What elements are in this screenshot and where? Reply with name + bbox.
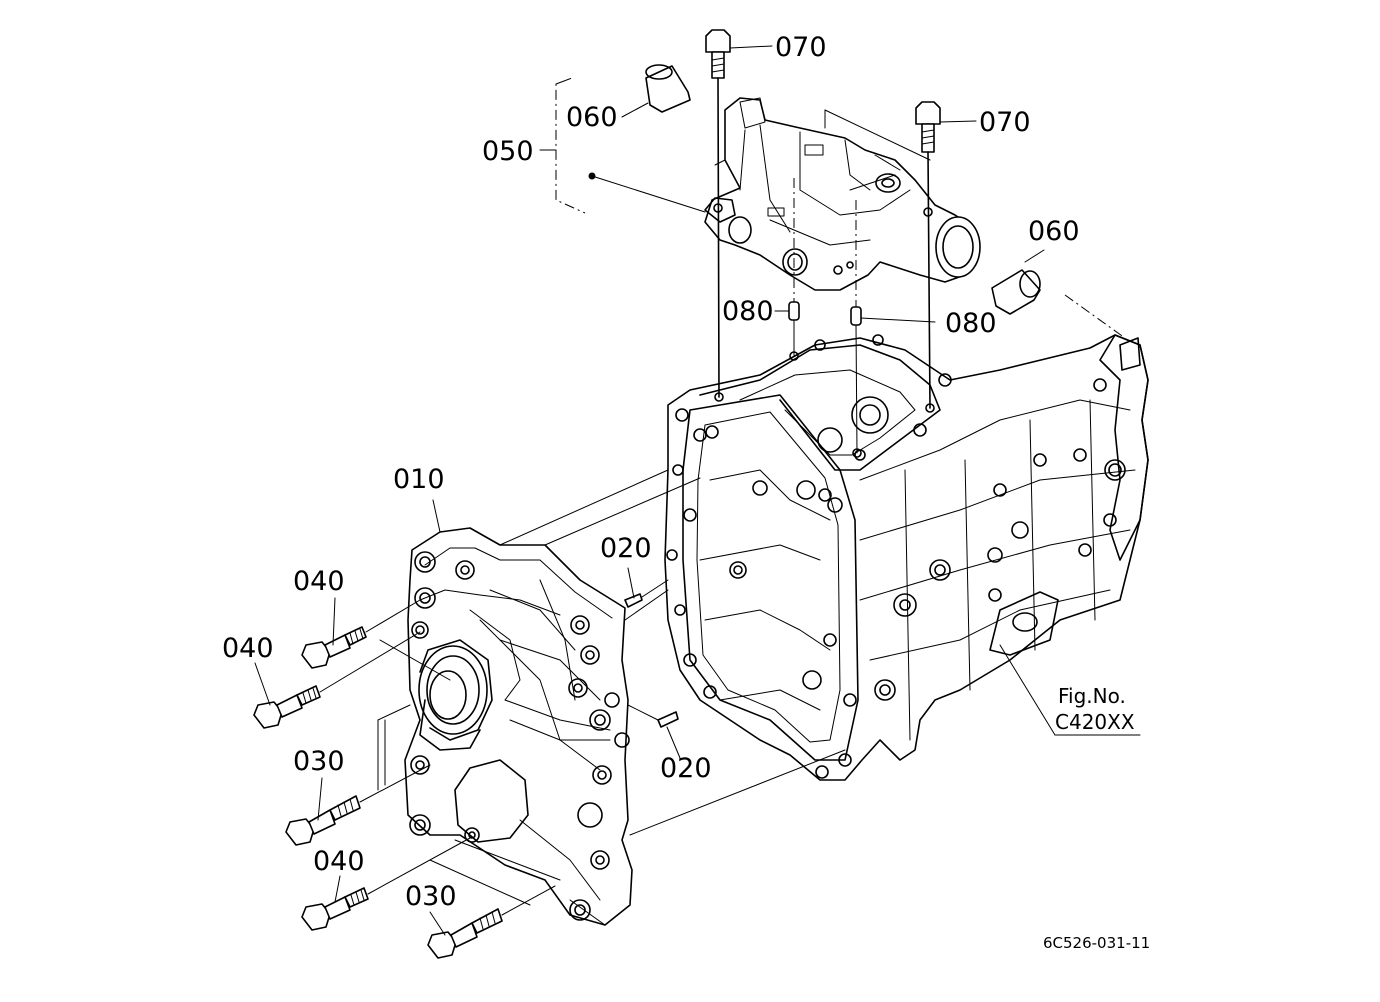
callout-070-left: 070: [775, 32, 827, 63]
callout-060-lower: 060: [1028, 216, 1080, 247]
dowel-080-left: [788, 301, 800, 321]
callout-080-left: 080: [722, 296, 774, 327]
callout-020-lower: 020: [660, 753, 712, 784]
callout-020-upper: 020: [600, 533, 652, 564]
bolt-040-middle: [253, 685, 321, 729]
bolt-040-upper: [301, 626, 367, 669]
assembly-lines: [254, 45, 1141, 936]
fig-no-label: Fig.No.: [1058, 684, 1126, 708]
bolt-040-lower: [301, 887, 369, 931]
bolt-030-upper: [285, 795, 361, 846]
bolt-070-left: [705, 29, 731, 79]
bolt-030-lower: [427, 908, 503, 959]
dowel-080-right: [850, 306, 862, 326]
callout-040-lower: 040: [313, 846, 365, 877]
bushing-060-upper: [645, 64, 691, 113]
bushing-060-lower: [991, 269, 1041, 315]
callout-050: 050: [482, 136, 534, 167]
transmission-case: [664, 334, 1149, 781]
dowel-020-lower: [657, 711, 679, 728]
dowel-020-upper: [624, 593, 643, 608]
callout-010: 010: [393, 464, 445, 495]
callout-030-upper: 030: [293, 746, 345, 777]
assembly-bracket-050: [555, 77, 586, 214]
upper-cover: [704, 97, 981, 291]
callout-040-upper: 040: [293, 566, 345, 597]
callout-080-right: 080: [945, 308, 997, 339]
callout-030-lower: 030: [405, 881, 457, 912]
front-cover: [404, 527, 633, 926]
callout-040-middle: 040: [222, 633, 274, 664]
callout-070-right: 070: [979, 107, 1031, 138]
bolt-070-right: [915, 101, 941, 153]
callout-060-upper: 060: [566, 102, 618, 133]
drawing-code: 6C526-031-11: [1043, 934, 1150, 952]
fig-no-value: C420XX: [1055, 710, 1135, 734]
